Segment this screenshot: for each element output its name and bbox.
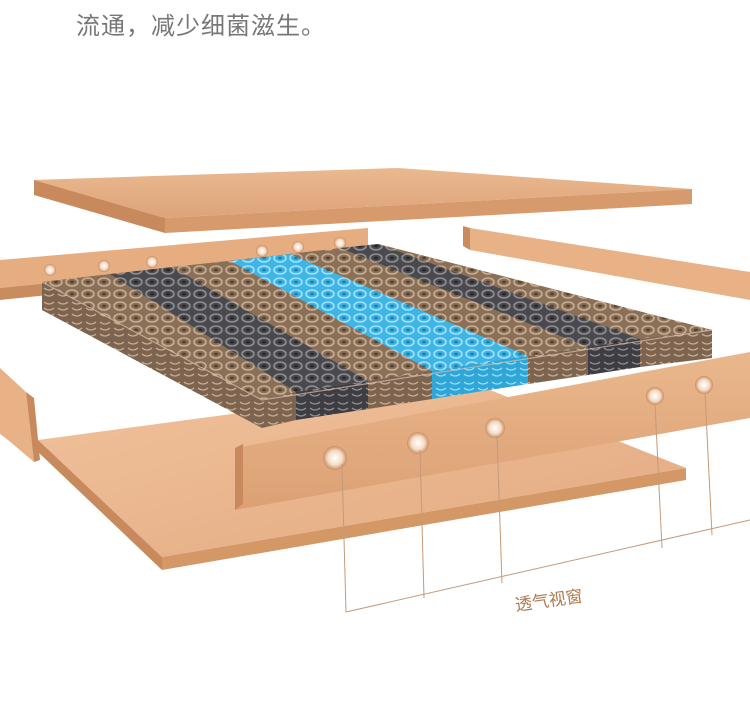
top-board	[34, 168, 692, 233]
left-rail	[0, 368, 40, 462]
